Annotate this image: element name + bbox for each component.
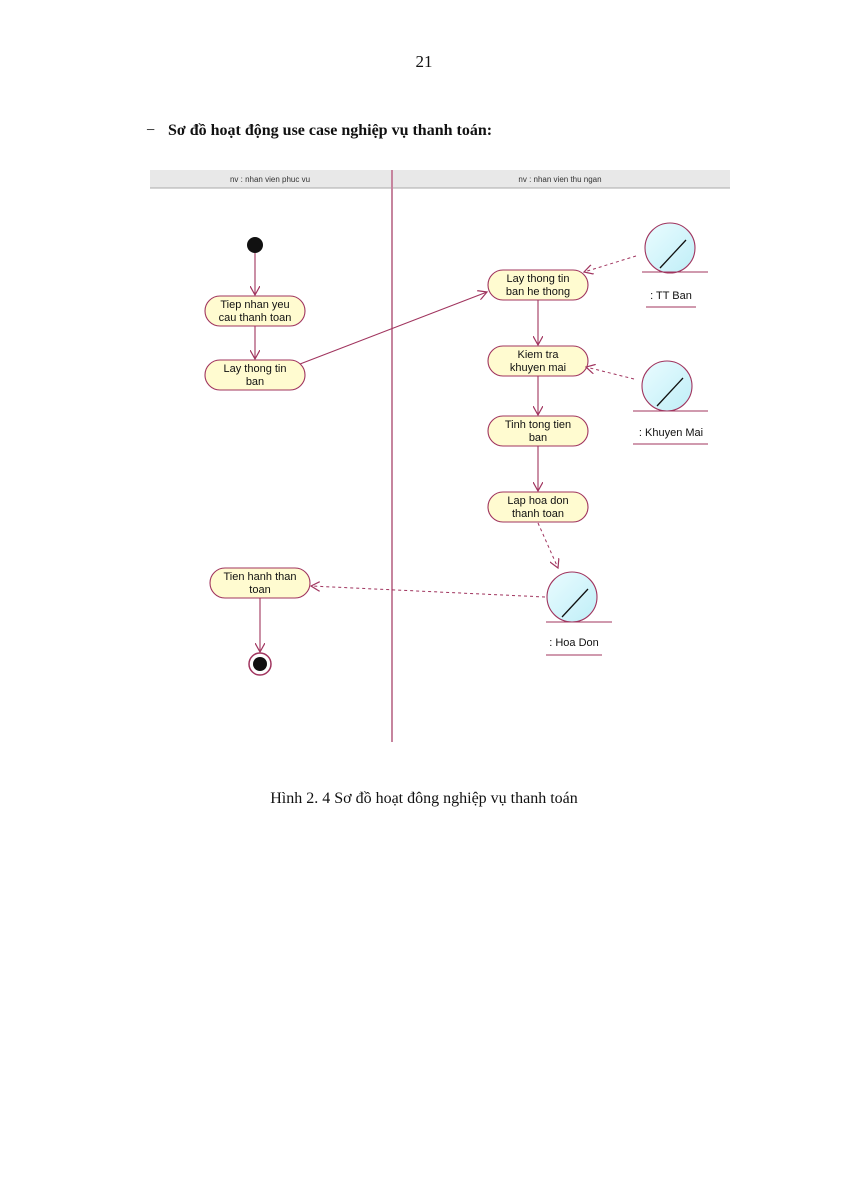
activity-lap-hoa-don: Lap hoa don thanh toan <box>487 491 589 523</box>
activity-lay-thong-tin-he-thong-line1: Lay thong tin <box>507 273 570 285</box>
swimlane-header-thu-ngan: nv : nhan vien thu ngan <box>393 170 730 189</box>
heading-bullet: − <box>146 122 156 139</box>
activity-kiem-tra-line1: Kiem tra <box>518 349 560 361</box>
activity-tinh-tong-tien-line2: ban <box>529 432 547 444</box>
object-tt-ban: : TT Ban <box>642 222 708 308</box>
objflow-tt-ban-to-he-thong <box>584 255 637 272</box>
figure-caption: Hình 2. 4 Sơ đồ hoạt đông nghiệp vụ than… <box>270 790 578 807</box>
objflow-khuyen-mai-to-kiem-tra <box>586 367 635 380</box>
swimlane-label-phuc-vu: nv : nhan vien phuc vu <box>230 175 310 184</box>
object-khuyen-mai-label: : Khuyen Mai <box>639 427 703 439</box>
activity-tiep-nhan-line2: cau thanh toan <box>219 312 292 324</box>
object-khuyen-mai: : Khuyen Mai <box>633 360 708 445</box>
activity-diagram-canvas: nv : nhan vien phuc vu nv : nhan vien th… <box>150 170 730 742</box>
activity-lay-thong-tin-ban: Lay thong tin ban <box>204 359 306 391</box>
activity-tiep-nhan-line1: Tiep nhan yeu <box>220 299 289 311</box>
activity-kiem-tra-khuyen-mai: Kiem tra khuyen mai <box>487 345 589 377</box>
flow-lay-thong-tin-to-he-thong <box>299 292 487 365</box>
activity-lay-thong-tin-he-thong-line2: ban he thong <box>506 286 570 298</box>
activity-lay-thong-tin-ban-line2: ban <box>246 376 264 388</box>
activity-diagram: nv : nhan vien phuc vu nv : nhan vien th… <box>150 168 730 744</box>
final-node <box>248 652 272 676</box>
activity-lap-hoa-don-line2: thanh toan <box>512 508 564 520</box>
activity-lay-thong-tin-ban-line1: Lay thong tin <box>224 363 287 375</box>
activity-tien-hanh: Tien hanh than toan <box>209 567 311 599</box>
activity-tien-hanh-line1: Tien hanh than <box>224 571 297 583</box>
initial-node <box>247 237 263 253</box>
objflow-hoa-don-to-tien-hanh <box>311 586 546 598</box>
section-heading: −Sơ đồ hoạt động use case nghiệp vụ than… <box>146 122 492 140</box>
activity-tien-hanh-line2: toan <box>249 584 270 596</box>
activity-lay-thong-tin-he-thong: Lay thong tin ban he thong <box>487 269 589 301</box>
object-hoa-don: : Hoa Don <box>546 571 612 656</box>
activity-tinh-tong-tien-line1: Tinh tong tien <box>505 419 571 431</box>
swimlane-label-thu-ngan: nv : nhan vien thu ngan <box>518 175 601 184</box>
activity-tiep-nhan: Tiep nhan yeu cau thanh toan <box>204 295 306 327</box>
activity-tinh-tong-tien: Tinh tong tien ban <box>487 415 589 447</box>
page-number: 21 <box>415 52 433 71</box>
activity-kiem-tra-line2: khuyen mai <box>510 362 566 374</box>
swimlane-header-phuc-vu: nv : nhan vien phuc vu <box>150 170 391 189</box>
objflow-lap-hoa-don-to-hoa-don <box>537 522 558 568</box>
activity-lap-hoa-don-line1: Lap hoa don <box>507 495 568 507</box>
object-hoa-don-label: : Hoa Don <box>549 637 599 649</box>
object-tt-ban-label: : TT Ban <box>650 290 692 302</box>
heading-text: Sơ đồ hoạt động use case nghiệp vụ thanh… <box>168 122 493 139</box>
